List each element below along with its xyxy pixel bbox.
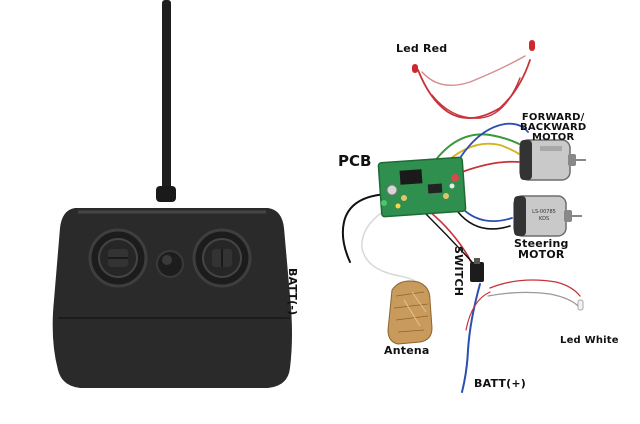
remote-antenna-base — [156, 186, 176, 202]
wire-led-red-3 — [431, 77, 521, 119]
motor-print-line1: LS-00785 — [532, 209, 556, 215]
wire-led-white-red — [489, 279, 581, 297]
wire-red-pcb — [461, 160, 521, 173]
left-joystick — [88, 228, 148, 288]
wire-blue-top — [459, 122, 529, 159]
label-led-red: Led Red — [396, 42, 448, 55]
wire-antenna — [360, 205, 425, 291]
label-backward-line: BACKWARD — [520, 122, 587, 133]
label-steering-line: Steering — [514, 237, 569, 250]
label-batt-minus: BATT(-) — [286, 268, 299, 316]
wire-led-red-2 — [421, 55, 526, 86]
antena-foil — [387, 280, 433, 345]
wire-antenna-outline — [361, 205, 425, 291]
label-steering-motor-line: MOTOR — [517, 248, 565, 261]
label-forward-backward-motor: FORWARD/ BACKWARD MOTOR — [520, 113, 586, 143]
wire-switch-black — [425, 213, 473, 263]
remote-control — [52, 0, 292, 388]
led-red — [412, 40, 535, 73]
label-antena: Antena — [384, 344, 430, 357]
wire-led-white-grey — [487, 291, 579, 307]
label-motor-line: MOTOR — [531, 132, 575, 143]
label-forward-line: FORWARD/ — [521, 112, 585, 123]
wire-batt-plus — [461, 283, 481, 393]
remote-body — [52, 208, 292, 388]
led-white — [577, 299, 584, 311]
pcb-board — [377, 156, 467, 218]
label-batt-plus: BATT(+) — [474, 377, 526, 390]
label-pcb: PCB — [338, 152, 372, 170]
switch-component — [470, 258, 484, 282]
center-knob — [156, 250, 184, 278]
label-steering-motor: Steering MOTOR — [514, 238, 569, 260]
motor-print-line2: KDS — [539, 216, 549, 222]
wire-steering-blue — [459, 205, 513, 222]
wire-led-white-lower — [465, 291, 491, 331]
right-joystick — [192, 228, 252, 288]
wire-led-red-1 — [417, 59, 531, 119]
label-led-white: Led White — [560, 335, 619, 346]
label-switch: SWITCH — [452, 246, 465, 297]
wire-batt-minus — [341, 193, 389, 263]
remote-antenna — [162, 0, 171, 195]
forward-backward-motor — [519, 139, 586, 181]
steering-motor: LS-00785 KDS — [513, 195, 582, 237]
wire-steering-black — [457, 211, 511, 230]
